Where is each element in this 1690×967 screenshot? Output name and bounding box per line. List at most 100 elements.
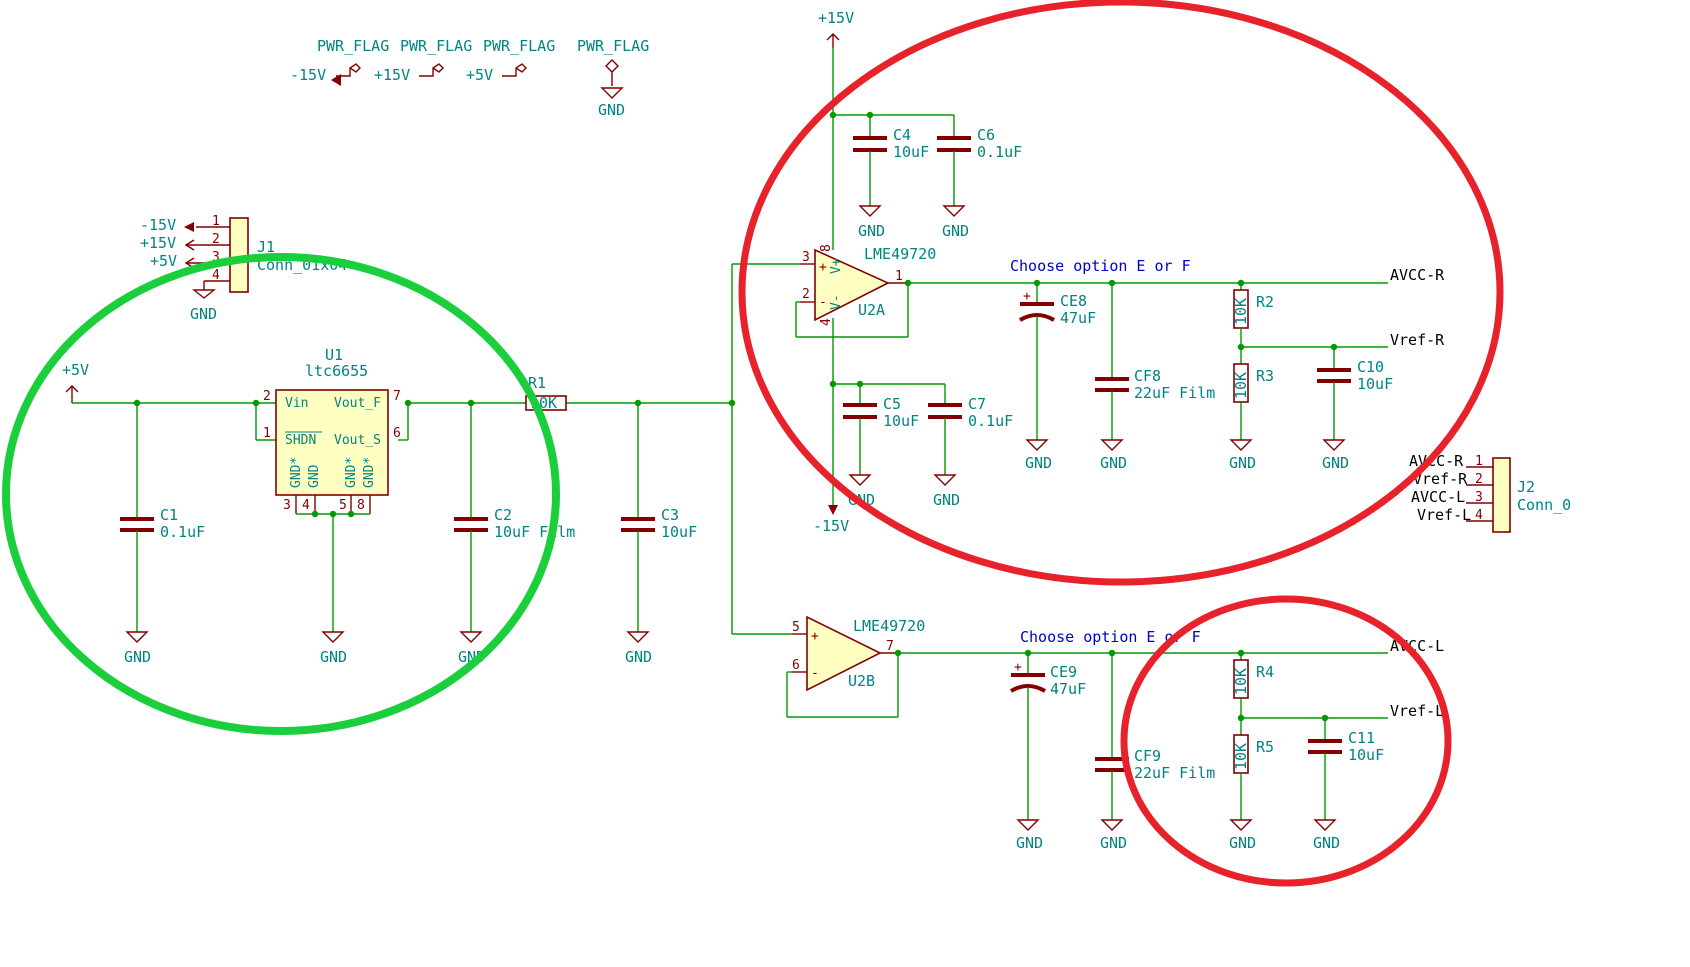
u2a-pin-3: 3 — [802, 250, 810, 265]
j2-pin-3: 3 — [1475, 490, 1483, 505]
ce8-gnd-icon — [1025, 439, 1049, 451]
green-highlight-ellipse — [2, 253, 560, 735]
cf9-ref: CF9 — [1134, 747, 1161, 765]
c11-gnd-icon — [1313, 819, 1337, 831]
r4-ref: R4 — [1256, 663, 1274, 681]
plus15v-arrow-icon — [184, 239, 195, 251]
c5-ref: C5 — [883, 395, 901, 413]
r3-ref: R3 — [1256, 367, 1274, 385]
c1-gnd-icon — [125, 631, 149, 643]
u2a-opamp-body — [814, 248, 890, 322]
u2a-minus-sign: - — [819, 295, 827, 310]
connector-j1: 1 2 3 4 -15V +15V +5V GND J1 Conn_01x04 — [140, 214, 347, 323]
ce9-ref: CE9 — [1050, 663, 1077, 681]
j1-pin-4: 4 — [212, 268, 220, 283]
r1-body — [525, 395, 567, 411]
red-highlight-ellipse-bottom — [1120, 595, 1452, 887]
u2a-vminus-label: V- — [829, 294, 844, 310]
ce9-plus-sign: + — [1014, 660, 1022, 675]
option-note-top: Choose option E or F — [1010, 257, 1191, 275]
c3-value: 10uF — [661, 523, 697, 541]
pwr-flag-symbol-3 — [502, 63, 527, 77]
r5-gnd-label: GND — [1229, 834, 1256, 852]
ce9-value: 47uF — [1050, 680, 1086, 698]
u1-pinnum-8: 8 — [357, 498, 365, 513]
minus15v-power-symbol — [331, 74, 341, 86]
c10-gnd-icon — [1322, 439, 1346, 451]
u1-pinnum-6: 6 — [393, 426, 401, 441]
c7-gnd-icon — [933, 474, 957, 486]
c5-gnd-icon — [848, 474, 872, 486]
c4-ref: C4 — [893, 126, 911, 144]
u1-pinnum-3: 3 — [283, 498, 291, 513]
r2-ref: R2 — [1256, 293, 1274, 311]
pwr-net-m15v: -15V — [290, 66, 326, 84]
u1-pin-shdn: SHDN — [285, 433, 316, 448]
u1-ref: U1 — [325, 346, 343, 364]
u1-pinnum-5: 5 — [339, 498, 347, 513]
u2a-value: LME49720 — [864, 245, 936, 263]
j2-body — [1492, 457, 1511, 533]
u2b-pin-6: 6 — [792, 658, 800, 673]
ce8-gnd-label: GND — [1025, 454, 1052, 472]
c1-ref: C1 — [160, 506, 178, 524]
plus5v-label: +5V — [62, 361, 89, 379]
r1-ref: R1 — [528, 374, 546, 392]
c2-value: 10uF Film — [494, 523, 575, 541]
net-avcc-r: AVCC-R — [1390, 266, 1445, 284]
pwr-flag-label-2: PWR_FLAG — [400, 37, 472, 55]
cf9-gnd-label: GND — [1100, 834, 1127, 852]
j2-ref: J2 — [1517, 478, 1535, 496]
cf8-gnd-icon — [1100, 439, 1124, 451]
j2-net-3: AVCC-L — [1411, 488, 1465, 506]
c2-ref: C2 — [494, 506, 512, 524]
r3-value: 10K — [1232, 372, 1250, 399]
j1-pin-2: 2 — [212, 232, 220, 247]
j1-gnd-icon — [192, 281, 216, 299]
gnd-symbol — [600, 87, 624, 99]
u1-pinnum-1: 1 — [263, 426, 271, 441]
j1-pin-1: 1 — [212, 214, 220, 229]
u2b-pin-7: 7 — [886, 639, 894, 654]
j1-ref: J1 — [257, 238, 275, 256]
ce8-value: 47uF — [1060, 309, 1096, 327]
c11-value: 10uF — [1348, 746, 1384, 764]
pwr-flag-symbol-1 — [336, 63, 361, 77]
c1-value: 0.1uF — [160, 523, 205, 541]
j1-pin-3: 3 — [212, 250, 220, 265]
red-highlight-ellipse-top — [738, 0, 1504, 586]
r3-gnd-label: GND — [1229, 454, 1256, 472]
cf8-ref: CF8 — [1134, 367, 1161, 385]
u1-gnd-icon — [321, 631, 345, 643]
u2a-pin-1: 1 — [895, 269, 903, 284]
cf9-value: 22uF Film — [1134, 764, 1215, 782]
c3-gnd-icon — [626, 631, 650, 643]
u2b-opamp-body — [806, 615, 882, 692]
u2b-ref: U2B — [848, 672, 875, 690]
plus15v-label: +15V — [818, 9, 854, 27]
cf9-gnd-icon — [1100, 819, 1124, 831]
plus15v-symbol — [826, 33, 840, 48]
c4-gnd-icon — [858, 205, 882, 217]
c10-ref: C10 — [1357, 358, 1384, 376]
c4-gnd-label: GND — [858, 222, 885, 240]
ce8-plus-sign: + — [1023, 289, 1031, 304]
u1-pin-vouts: Vout_S — [334, 433, 381, 448]
u1-pin-gnd8: GND* — [362, 457, 377, 488]
j1-net-4: GND — [190, 305, 217, 323]
u1-pin-vin: Vin — [285, 396, 308, 411]
u1-gnd-label: GND — [320, 648, 347, 666]
c11-ref: C11 — [1348, 729, 1375, 747]
u2b-pin-5: 5 — [792, 620, 800, 635]
pwr-net-p5v: +5V — [466, 66, 493, 84]
net-vref-r: Vref-R — [1390, 331, 1445, 349]
u1-pin-gnd5: GND* — [344, 457, 359, 488]
u2a-vplus-label: V+ — [829, 258, 844, 274]
u2a-ref: U2A — [858, 301, 885, 319]
pwr-net-p15v: +15V — [374, 66, 410, 84]
ce9-gnd-icon — [1016, 819, 1040, 831]
minus15v-label: -15V — [813, 517, 849, 535]
u1-pinnum-4: 4 — [302, 498, 310, 513]
u2b-minus-sign: - — [811, 666, 819, 681]
